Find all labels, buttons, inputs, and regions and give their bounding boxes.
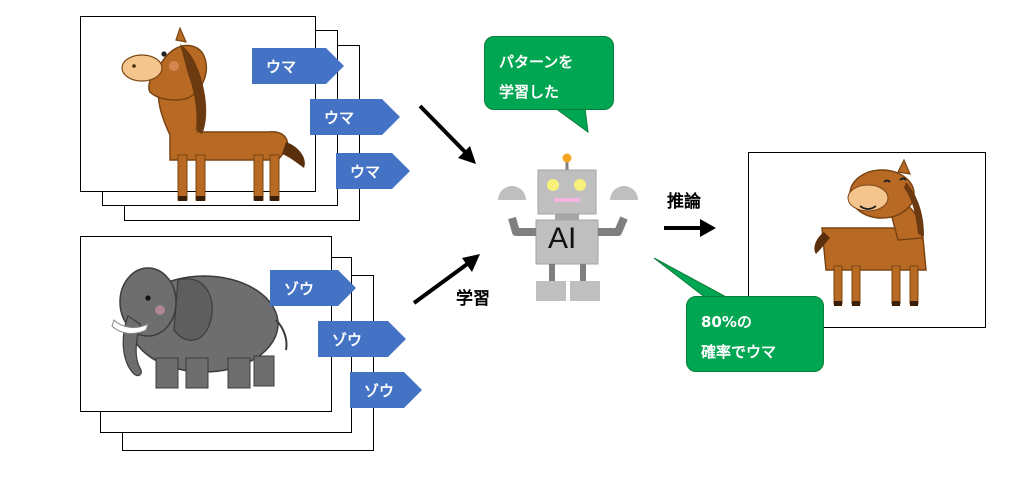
horse-icon [121,26,305,201]
elephant-tag-3: ゾウ [350,372,422,408]
result-speech-bubble: 80%の 確率でウマ [686,296,824,372]
result-horse-icon [814,158,927,306]
horse-tag-1: ウマ [252,48,344,84]
elephant-tag-2: ゾウ [318,321,406,357]
arrow-elephant-to-ai [412,254,480,305]
horse-tag-3: ウマ [336,153,410,189]
result-speech-line-1: 80%の [701,313,752,331]
elephant-tag-1: ゾウ [270,270,356,306]
ai-speech-line-2: 学習した [499,83,560,101]
horse-tag-2: ウマ [310,99,400,135]
robot-icon [498,153,638,301]
ai-bubble-tail [553,107,589,134]
arrow-ai-to-result [664,219,716,237]
result-speech-line-2: 確率でウマ [701,343,777,361]
robot-ai-label: AI [548,222,577,255]
result-bubble-tail [653,257,729,299]
arrow-horse-to-ai [418,104,476,164]
learning-label: 学習 [456,289,490,309]
elephant-icon [111,267,288,389]
inference-label: 推論 [667,192,701,212]
ai-speech-line-1: パターンを [499,53,574,71]
ai-speech-bubble: パターンを 学習した [484,36,614,110]
